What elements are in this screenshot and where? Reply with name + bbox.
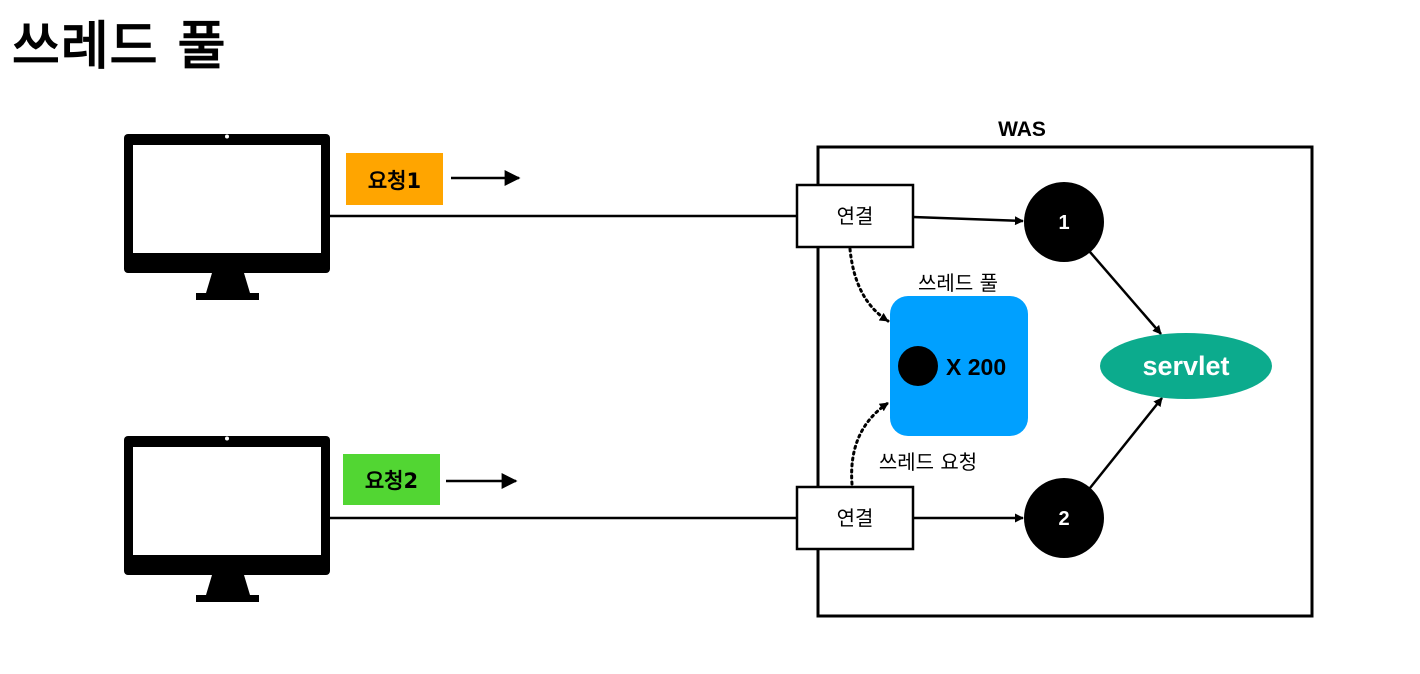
was-label: WAS [998, 118, 1046, 141]
client-monitor-icon [124, 436, 330, 602]
thread-node-1 [1024, 182, 1104, 262]
thread-to-servlet-arrow-2 [1089, 397, 1163, 489]
thread-pool-title: 쓰레드 풀 [918, 271, 998, 295]
pool-borrow-arrow-2 [850, 401, 890, 486]
thread-label-2: 2 [1058, 508, 1069, 530]
request-badge-2 [343, 454, 440, 505]
was-container [816, 145, 1314, 618]
servlet-label: servlet [1142, 351, 1229, 381]
page-title: 쓰레드 풀 [12, 17, 227, 77]
request-label-2: 요청2 [365, 469, 418, 493]
client-monitor-icon [124, 134, 330, 300]
servlet-node [1100, 333, 1272, 399]
request-badge-1 [346, 153, 443, 205]
thread-to-servlet-arrow-1 [1089, 251, 1162, 335]
thread-node-2 [1024, 478, 1104, 558]
thread-pool-box [890, 296, 1028, 436]
connection-label-2: 연결 [837, 506, 874, 530]
pool-borrow-arrow-1 [848, 247, 890, 323]
request-label-1: 요청1 [368, 169, 421, 193]
thread-label-1: 1 [1058, 212, 1069, 234]
thread-pool-thread-icon [898, 346, 938, 386]
thread-pool-count: X 200 [946, 354, 1006, 380]
connection-box-2 [795, 485, 915, 551]
connection-to-thread-arrow-1 [912, 215, 1024, 226]
connection-label-1: 연결 [837, 204, 874, 228]
thread-request-label: 쓰레드 요청 [879, 450, 977, 474]
connection-box-1 [795, 183, 915, 249]
